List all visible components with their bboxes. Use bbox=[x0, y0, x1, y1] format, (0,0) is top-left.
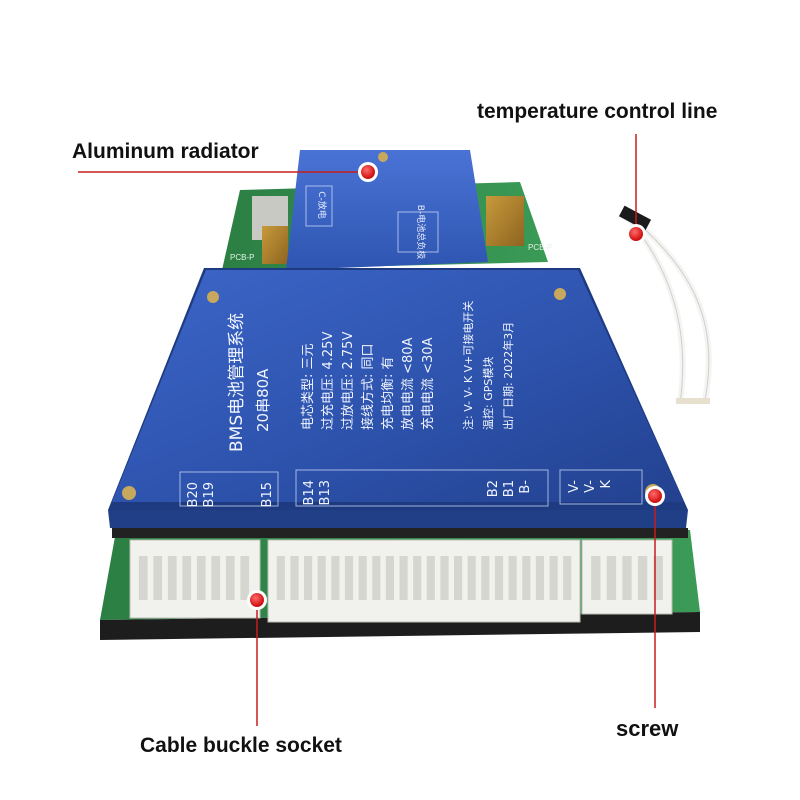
busbar-left bbox=[262, 226, 288, 264]
pin-slot bbox=[440, 556, 449, 600]
spec-line: 电芯类型: 三元 bbox=[301, 343, 316, 430]
cable-buckle-sockets bbox=[129, 539, 673, 623]
terminal-label: B- bbox=[518, 480, 533, 494]
spec-line: 接线方式: 同口 bbox=[360, 343, 376, 430]
pin-slot bbox=[522, 556, 531, 600]
terminal-label: B1 bbox=[502, 480, 517, 497]
terminal-label: B15 bbox=[260, 482, 275, 507]
socket-pins bbox=[138, 556, 663, 600]
pin-slot bbox=[563, 556, 572, 600]
spec-line: 过充电压: 4.25V bbox=[320, 332, 336, 430]
pin-slot bbox=[413, 556, 422, 600]
pin-slot bbox=[653, 556, 663, 600]
terminal-label: B20 bbox=[186, 482, 201, 507]
spec-model: 20串80A bbox=[254, 368, 272, 432]
spec-note: 注: V- V- K V+可接电开关 bbox=[461, 301, 475, 430]
callout-leaders bbox=[78, 134, 665, 726]
spec-note: 温控: GPS模块 bbox=[481, 357, 495, 430]
terminal-label: B19 bbox=[202, 482, 217, 507]
spec-line: 放电电流 <80A bbox=[401, 337, 416, 430]
spec-title: BMS电池管理系统 bbox=[227, 313, 247, 452]
main-radiator: BMS电池管理系统 20串80A 电芯类型: 三元 过充电压: 4.25V 过放… bbox=[108, 268, 688, 538]
pin-slot bbox=[344, 556, 354, 600]
spec-line: 充电电流 <30A bbox=[420, 337, 436, 430]
callout-cable-buckle-socket: Cable buckle socket bbox=[140, 734, 342, 757]
top-label-c: C-放电 bbox=[316, 191, 328, 219]
pin-slot bbox=[535, 556, 544, 600]
spec-line: 充电均衡: 有 bbox=[380, 356, 396, 430]
pin-slot bbox=[622, 556, 632, 600]
terminal-label: V- bbox=[583, 480, 598, 493]
pin-slot bbox=[138, 556, 148, 600]
terminal-label: B14 bbox=[302, 480, 317, 505]
top-label-b: B-电池总负极 bbox=[415, 205, 427, 259]
terminal-label: B2 bbox=[486, 480, 501, 497]
pin-slot bbox=[481, 556, 490, 600]
pin-slot bbox=[196, 556, 206, 600]
pin-slot bbox=[549, 556, 558, 600]
pin-slot bbox=[385, 556, 394, 600]
pin-slot bbox=[467, 556, 476, 600]
pin-slot bbox=[331, 556, 340, 600]
pin-slot bbox=[290, 556, 299, 600]
busbar-right bbox=[486, 196, 524, 246]
upper-radiator: C-放电 B-电池总负极 bbox=[286, 150, 488, 270]
screw-bottom-left bbox=[122, 486, 136, 500]
pin-slot bbox=[591, 556, 601, 600]
callout-aluminum-radiator: Aluminum radiator bbox=[72, 140, 259, 163]
pin-slot bbox=[225, 556, 235, 600]
spec-line: 过放电压: 2.75V bbox=[341, 332, 356, 430]
pin-slot bbox=[167, 556, 177, 600]
terminal-label: V- bbox=[567, 480, 582, 493]
callout-screw: screw bbox=[616, 716, 679, 741]
pin-slot bbox=[606, 556, 617, 600]
pin-slot bbox=[399, 556, 408, 600]
pin-slot bbox=[182, 556, 192, 600]
spec-note: 出厂日期: 2022年3月 bbox=[501, 322, 515, 430]
screw-top-left bbox=[207, 291, 219, 303]
printed-specs: BMS电池管理系统 20串80A 电芯类型: 三元 过充电压: 4.25V 过放… bbox=[227, 301, 515, 452]
pin-slot bbox=[508, 556, 517, 600]
pin-slot bbox=[240, 556, 250, 600]
svg-text:PCB-P: PCB-P bbox=[528, 243, 552, 252]
pin-slot bbox=[317, 556, 326, 600]
pin-slot bbox=[426, 556, 435, 600]
screw-top-right bbox=[554, 288, 566, 300]
pin-slot bbox=[494, 556, 504, 600]
pin-slot bbox=[454, 556, 463, 600]
pin-slot bbox=[153, 556, 163, 600]
pin-slot bbox=[637, 556, 648, 600]
terminal-label: K bbox=[599, 480, 614, 489]
terminal-label: B13 bbox=[318, 480, 333, 505]
pin-slot bbox=[304, 556, 313, 600]
pin-slot bbox=[358, 556, 367, 600]
svg-text:PCB-P: PCB-P bbox=[230, 253, 254, 262]
pin-slot bbox=[276, 556, 285, 600]
screw-top bbox=[378, 152, 388, 162]
pin-slot bbox=[211, 556, 221, 600]
callout-temperature-control-line: temperature control line bbox=[477, 100, 718, 123]
pin-slot bbox=[372, 556, 381, 600]
